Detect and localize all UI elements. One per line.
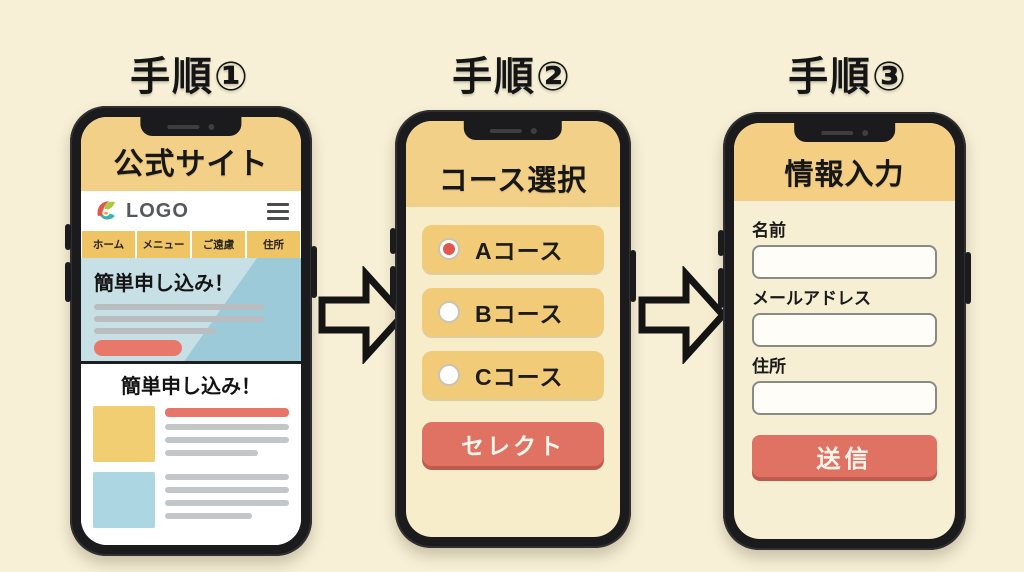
placeholder-text-line <box>165 474 289 480</box>
radio-unselected-icon[interactable] <box>438 301 460 323</box>
speaker-slot-icon <box>167 124 200 129</box>
nav-tab-third[interactable]: ご遠慮 <box>192 231 245 258</box>
radio-selected-icon[interactable] <box>438 238 460 260</box>
phone3-screen: 情報入力 名前 メールアドレス 住所 送信 <box>734 123 955 539</box>
step-3-heading: 手順③ <box>788 55 908 99</box>
step-2-heading: 手順② <box>452 55 572 99</box>
right-arrow-icon <box>638 266 728 364</box>
article-row <box>81 403 301 469</box>
placeholder-text-line <box>94 316 264 322</box>
hamburger-menu-icon[interactable] <box>267 202 289 220</box>
section-heading: 簡単申し込み！ <box>121 376 261 398</box>
site-logo-row: LOGO <box>81 191 301 231</box>
phone-mockup-step1: 公式サイト LOGO ホーム <box>65 106 317 556</box>
article-thumbnail <box>93 472 155 528</box>
name-field-label: 名前 <box>752 221 786 240</box>
placeholder-text-line <box>165 500 289 506</box>
article-text-lines <box>165 472 289 528</box>
website-mockup: LOGO ホーム メニュー ご遠慮 住所 簡単申し込み！ <box>81 191 301 545</box>
phone2-screen: コース選択 Aコース Bコース Cコース セレクト <box>406 121 620 537</box>
camera-dot-icon <box>208 123 215 130</box>
placeholder-text-line <box>165 487 289 493</box>
nav-tab-menu[interactable]: メニュー <box>137 231 190 258</box>
name-input[interactable] <box>752 245 937 279</box>
camera-dot-icon <box>862 129 868 136</box>
speaker-slot-icon <box>489 128 522 133</box>
placeholder-text-line <box>165 513 252 519</box>
site-nav: ホーム メニュー ご遠慮 住所 <box>81 231 301 258</box>
info-form: 名前 メールアドレス 住所 送信 <box>734 201 955 477</box>
phone-side-button <box>390 228 396 254</box>
phone2-title: コース選択 <box>438 165 588 197</box>
phone3-title: 情報入力 <box>784 159 905 191</box>
site-logo-text: LOGO <box>126 199 189 222</box>
article-row <box>81 469 301 534</box>
phone-side-button <box>718 268 724 308</box>
phone-side-button <box>65 262 71 302</box>
leaf-logo-icon <box>97 201 115 220</box>
course-option-c[interactable]: Cコース <box>422 351 604 399</box>
phone-side-button <box>965 252 971 304</box>
phone1-title: 公式サイト <box>113 148 269 181</box>
speaker-slot-icon <box>821 130 853 135</box>
nav-tab-home[interactable]: ホーム <box>82 231 135 258</box>
placeholder-text-line <box>94 328 216 334</box>
email-field-label: メールアドレス <box>752 289 871 308</box>
phone-side-button <box>65 224 71 250</box>
article-text-lines <box>165 406 289 463</box>
phone-mockup-step2: コース選択 Aコース Bコース Cコース セレクト <box>390 110 636 548</box>
email-input[interactable] <box>752 313 937 347</box>
phone-notch <box>463 121 563 140</box>
phone-mockup-step3: 情報入力 名前 メールアドレス 住所 送信 <box>718 112 971 550</box>
course-options: Aコース Bコース Cコース <box>406 207 620 414</box>
placeholder-text-line <box>165 424 289 430</box>
phone-side-button <box>630 250 636 302</box>
placeholder-text-line <box>165 450 258 456</box>
course-option-b[interactable]: Bコース <box>422 288 604 336</box>
select-button[interactable]: セレクト <box>422 422 604 466</box>
phone-side-button <box>311 246 317 298</box>
phone-side-button <box>390 266 396 306</box>
placeholder-title-line <box>165 408 289 417</box>
phone-notch <box>793 123 896 142</box>
hero-banner: 簡単申し込み！ <box>81 258 301 361</box>
course-option-label: Bコース <box>475 301 564 327</box>
address-field-label: 住所 <box>752 357 786 376</box>
phone1-screen: 公式サイト LOGO ホーム <box>81 117 301 545</box>
hero-heading: 簡単申し込み！ <box>94 273 234 295</box>
hero-cta-button[interactable] <box>94 340 182 356</box>
address-input[interactable] <box>752 381 937 415</box>
nav-tab-address[interactable]: 住所 <box>247 231 300 258</box>
submit-button[interactable]: 送信 <box>752 435 937 477</box>
right-arrow-icon <box>318 266 408 364</box>
section-divider <box>81 361 301 364</box>
course-option-a[interactable]: Aコース <box>422 225 604 273</box>
course-option-label: Cコース <box>475 364 564 390</box>
placeholder-text-line <box>94 304 264 310</box>
phone-notch <box>140 117 242 136</box>
radio-unselected-icon[interactable] <box>438 364 460 386</box>
phone-side-button <box>718 230 724 256</box>
course-option-label: Aコース <box>475 238 564 264</box>
phone1-header-band: 公式サイト <box>81 117 301 191</box>
step-1-heading: 手順① <box>130 55 250 99</box>
placeholder-text-line <box>165 437 289 443</box>
camera-dot-icon <box>530 127 537 134</box>
article-thumbnail <box>93 406 155 462</box>
